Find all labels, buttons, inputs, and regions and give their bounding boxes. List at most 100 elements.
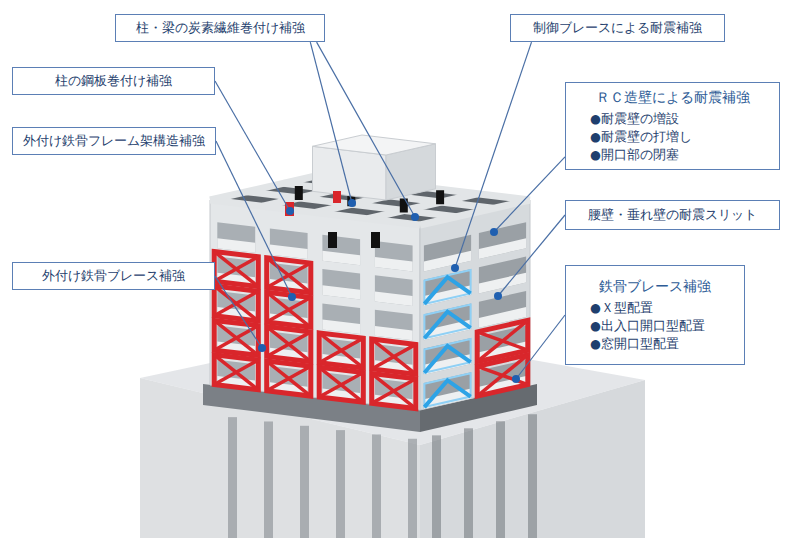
- spandrel-wall: [479, 238, 526, 259]
- callout-box: 外付け鉄骨ブレース補強: [12, 262, 215, 290]
- callout-item: ●出入口開口型配置: [576, 317, 734, 335]
- leader-line: [498, 215, 565, 296]
- leader-line: [215, 276, 262, 348]
- bay-opening: [375, 275, 413, 306]
- steel-brace: [319, 373, 363, 398]
- roof-beam: [210, 200, 420, 225]
- pile: [496, 421, 505, 538]
- bay-opening: [424, 372, 471, 409]
- wrapped-column: [371, 232, 380, 248]
- control-brace-frame: [424, 339, 470, 373]
- callout-item: ●Ｘ型配置: [576, 299, 734, 317]
- callout-box: 腰壁・垂れ壁の耐震スリット: [565, 200, 780, 230]
- steel-frame: [267, 258, 311, 293]
- steel-brace: [319, 333, 363, 368]
- bay-opening: [217, 222, 255, 253]
- callout-box: 柱・梁の炭素繊維巻付け補強: [115, 14, 325, 42]
- leader-line: [455, 42, 532, 268]
- bay-opening: [479, 222, 526, 259]
- bay-opening: [424, 269, 471, 306]
- steel-frame: [267, 361, 311, 396]
- steel-frame: [267, 327, 311, 362]
- leader-line: [317, 42, 415, 217]
- bay-opening: [424, 338, 471, 375]
- control-brace: [424, 277, 470, 304]
- callout-label: 腰壁・垂れ壁の耐震スリット: [576, 206, 769, 224]
- control-brace-frame: [424, 305, 470, 339]
- steel-brace: [267, 258, 311, 293]
- steel-frame: [477, 355, 528, 396]
- bay-opening: [375, 310, 413, 341]
- leader-dot: [512, 375, 520, 383]
- spandrel-wall: [375, 257, 413, 271]
- building-right-face: [420, 200, 530, 410]
- leader-line: [216, 141, 292, 297]
- steel-brace: [267, 366, 311, 391]
- leader-dot: [286, 207, 294, 215]
- bay-opening: [424, 304, 471, 341]
- steel-frame: [372, 374, 416, 409]
- leader-line: [310, 42, 352, 203]
- steel-frame: [372, 339, 416, 374]
- steel-brace: [214, 326, 258, 351]
- callout-box: 制御ブレースによる耐震補強: [510, 14, 725, 42]
- steel-brace: [214, 286, 258, 321]
- steel-brace: [319, 338, 363, 363]
- callout-label: 外付け鉄骨ブレース補強: [23, 267, 204, 285]
- leader-dot: [288, 293, 296, 301]
- leader-dot: [258, 344, 266, 352]
- steel-frame: [319, 333, 363, 368]
- callout-box: 鉄骨ブレース補強 ●Ｘ型配置●出入口開口型配置●窓開口型配置: [565, 265, 745, 365]
- steel-frame: [214, 286, 258, 321]
- bay-opening: [270, 228, 308, 259]
- steel-brace: [214, 355, 258, 390]
- spandrel-wall: [322, 285, 360, 299]
- steel-brace: [267, 327, 311, 362]
- callout-label: 制御ブレースによる耐震補強: [521, 19, 714, 37]
- leader-dot: [411, 213, 419, 221]
- steel-brace: [372, 374, 416, 409]
- roof-column: [436, 190, 444, 204]
- pile: [228, 417, 237, 538]
- steel-brace: [267, 361, 311, 396]
- steel-brace: [214, 360, 258, 385]
- ground-right-face: [420, 380, 645, 538]
- pile: [264, 421, 273, 538]
- steel-frame: [214, 252, 258, 287]
- pile: [336, 430, 345, 538]
- leader-dot: [451, 264, 459, 272]
- bay-opening: [375, 241, 413, 272]
- control-brace-frame: [424, 270, 470, 304]
- leader-line: [494, 157, 565, 232]
- callout-item: ●耐震壁の増設: [576, 110, 769, 128]
- pile: [528, 414, 537, 538]
- callout-heading: 鉄骨ブレース補強: [576, 277, 734, 297]
- steel-brace: [372, 379, 416, 404]
- steel-brace: [319, 367, 363, 402]
- roof-column: [400, 199, 408, 213]
- leader-dot: [490, 228, 498, 236]
- spandrel-wall: [375, 292, 413, 306]
- building-left-face: [210, 200, 420, 410]
- steel-frame: [214, 320, 258, 355]
- bay-opening: [479, 257, 526, 294]
- steel-frame: [214, 355, 258, 390]
- callout-label: 柱の鋼板巻付け補強: [23, 72, 204, 90]
- bay-opening: [322, 269, 360, 300]
- callout-heading: ＲＣ造壁による耐震補強: [576, 88, 769, 108]
- callout-item: ●窓開口型配置: [576, 335, 734, 353]
- wrapped-column: [328, 232, 337, 248]
- callout-box: 柱の鋼板巻付け補強: [12, 67, 215, 95]
- leader-line: [215, 81, 290, 211]
- steel-brace: [214, 252, 258, 287]
- pile: [300, 426, 309, 538]
- callout-box: ＲＣ造壁による耐震補強●耐震壁の増設●耐震壁の打増し●開口部の閉塞: [565, 82, 780, 170]
- bay-opening: [322, 304, 360, 335]
- callout-box: 外付け鉄骨フレーム架構造補強: [12, 127, 216, 155]
- control-brace-frame: [424, 373, 470, 407]
- pile: [408, 439, 417, 538]
- pile: [432, 435, 441, 538]
- steel-frame: [319, 367, 363, 402]
- spandrel-wall: [322, 251, 360, 265]
